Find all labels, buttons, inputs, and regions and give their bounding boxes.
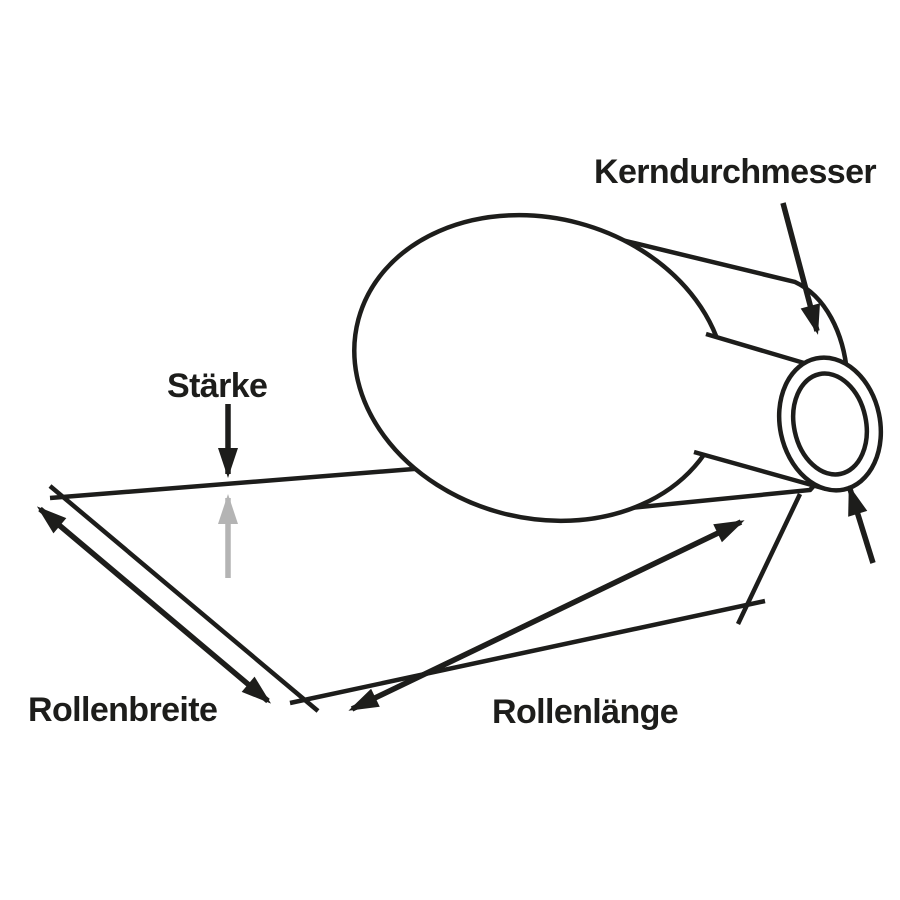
sheet-right-edge [735,493,803,625]
roll-width-arrow [36,506,272,704]
core-tube-top-edge [705,331,805,366]
roll-width-label: Rollenbreite [28,691,218,729]
roll-length-arrow [348,519,745,712]
sheet-left-edge [48,484,320,713]
sheet-bottom-edge [289,598,766,706]
core-tube [693,331,884,493]
core-diameter-arrow-upper [780,202,820,335]
core-tube-bottom-edge [693,449,827,492]
core-diameter-label: Kerndurchmesser [594,153,877,191]
core-diameter-arrow-lower [847,485,876,564]
core-inner-rim [790,371,870,477]
thickness-label: Stärke [167,367,268,405]
dimension-arrows [36,202,876,712]
roll-length-label: Rollenlänge [492,693,679,731]
